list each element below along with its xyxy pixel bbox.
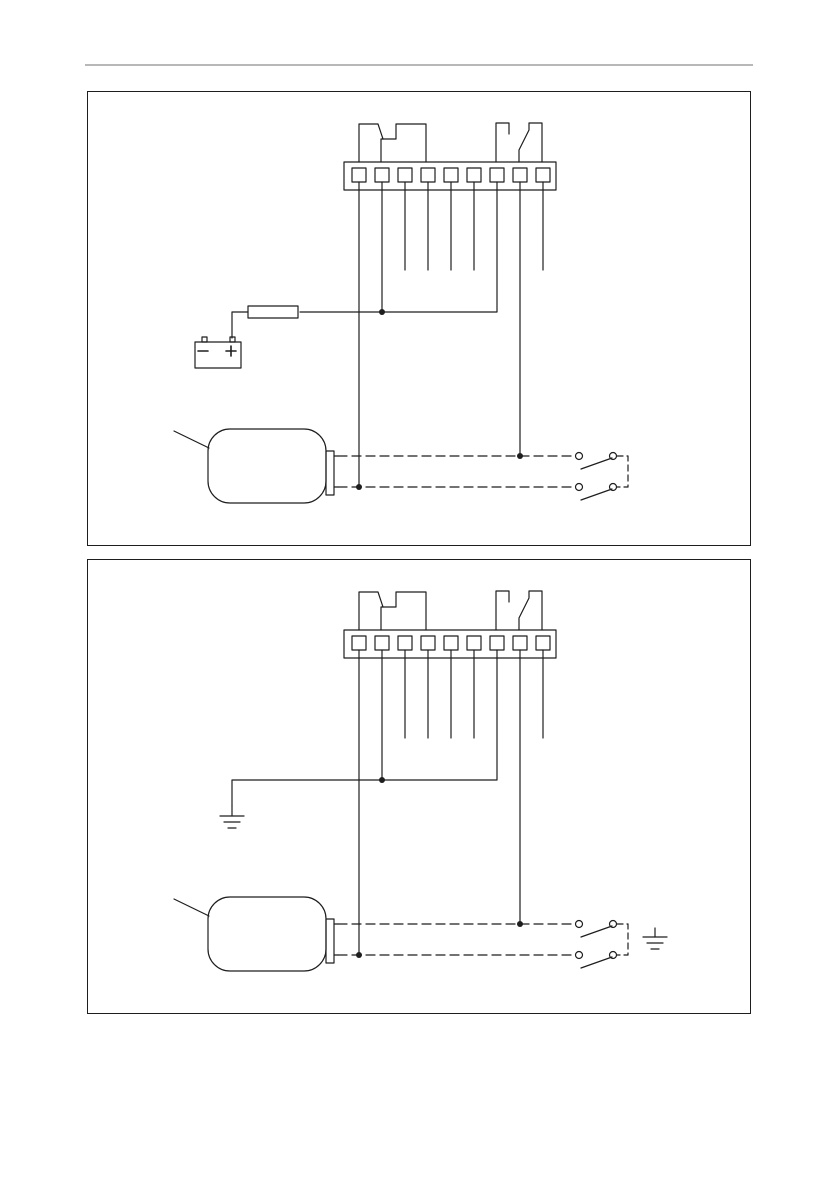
terminal-1: [352, 168, 366, 182]
terminal-4: [421, 168, 435, 182]
terminal-2: [375, 168, 389, 182]
switch-icon: [576, 484, 617, 501]
dashed-wire: [617, 456, 628, 487]
ground-icon: [643, 928, 667, 949]
terminal-block: [344, 162, 556, 190]
terminal-9: [536, 168, 550, 182]
fuse-icon: [248, 306, 298, 318]
ground-icon: [220, 806, 244, 828]
relay-contact-icon: [496, 591, 542, 630]
terminal-3: [398, 636, 412, 650]
terminal-5: [444, 168, 458, 182]
terminal-1: [352, 636, 366, 650]
relay-contact-icon: [496, 123, 542, 162]
ground-bus: [232, 650, 497, 806]
junction-dot: [517, 453, 523, 459]
junction-dot: [379, 309, 385, 315]
dashed-wire: [617, 924, 628, 955]
terminal-block: [344, 630, 556, 658]
terminal-6: [467, 168, 481, 182]
terminal-3: [398, 168, 412, 182]
switch-icon: [576, 921, 617, 938]
terminal-4: [421, 636, 435, 650]
page-title: [0, 0, 1, 1]
terminal-8: [513, 168, 527, 182]
switch-icon: [576, 952, 617, 969]
terminal-9: [536, 636, 550, 650]
header-rule: [85, 64, 753, 66]
battery-icon: [195, 337, 241, 368]
wiring-diagram-b: [88, 560, 752, 1015]
relay-contact-icon: [359, 592, 426, 630]
switch-icon: [576, 453, 617, 470]
motor-icon: [174, 429, 334, 503]
terminal-5: [444, 636, 458, 650]
terminal-7: [490, 636, 504, 650]
junction-dot: [356, 952, 362, 958]
battery-lead: [232, 312, 248, 338]
terminal-6: [467, 636, 481, 650]
terminal-8: [513, 636, 527, 650]
junction-dot: [517, 921, 523, 927]
junction-dot: [356, 484, 362, 490]
wiring-diagram-a: [88, 92, 752, 547]
junction-dot: [379, 777, 385, 783]
terminal-7: [490, 168, 504, 182]
wiring-diagram-panel-ground: [87, 559, 751, 1014]
terminal-2: [375, 636, 389, 650]
motor-icon: [174, 897, 334, 971]
relay-contact-icon: [359, 124, 426, 162]
supply-bus: [300, 182, 497, 312]
wiring-diagram-panel-battery: [87, 91, 751, 546]
